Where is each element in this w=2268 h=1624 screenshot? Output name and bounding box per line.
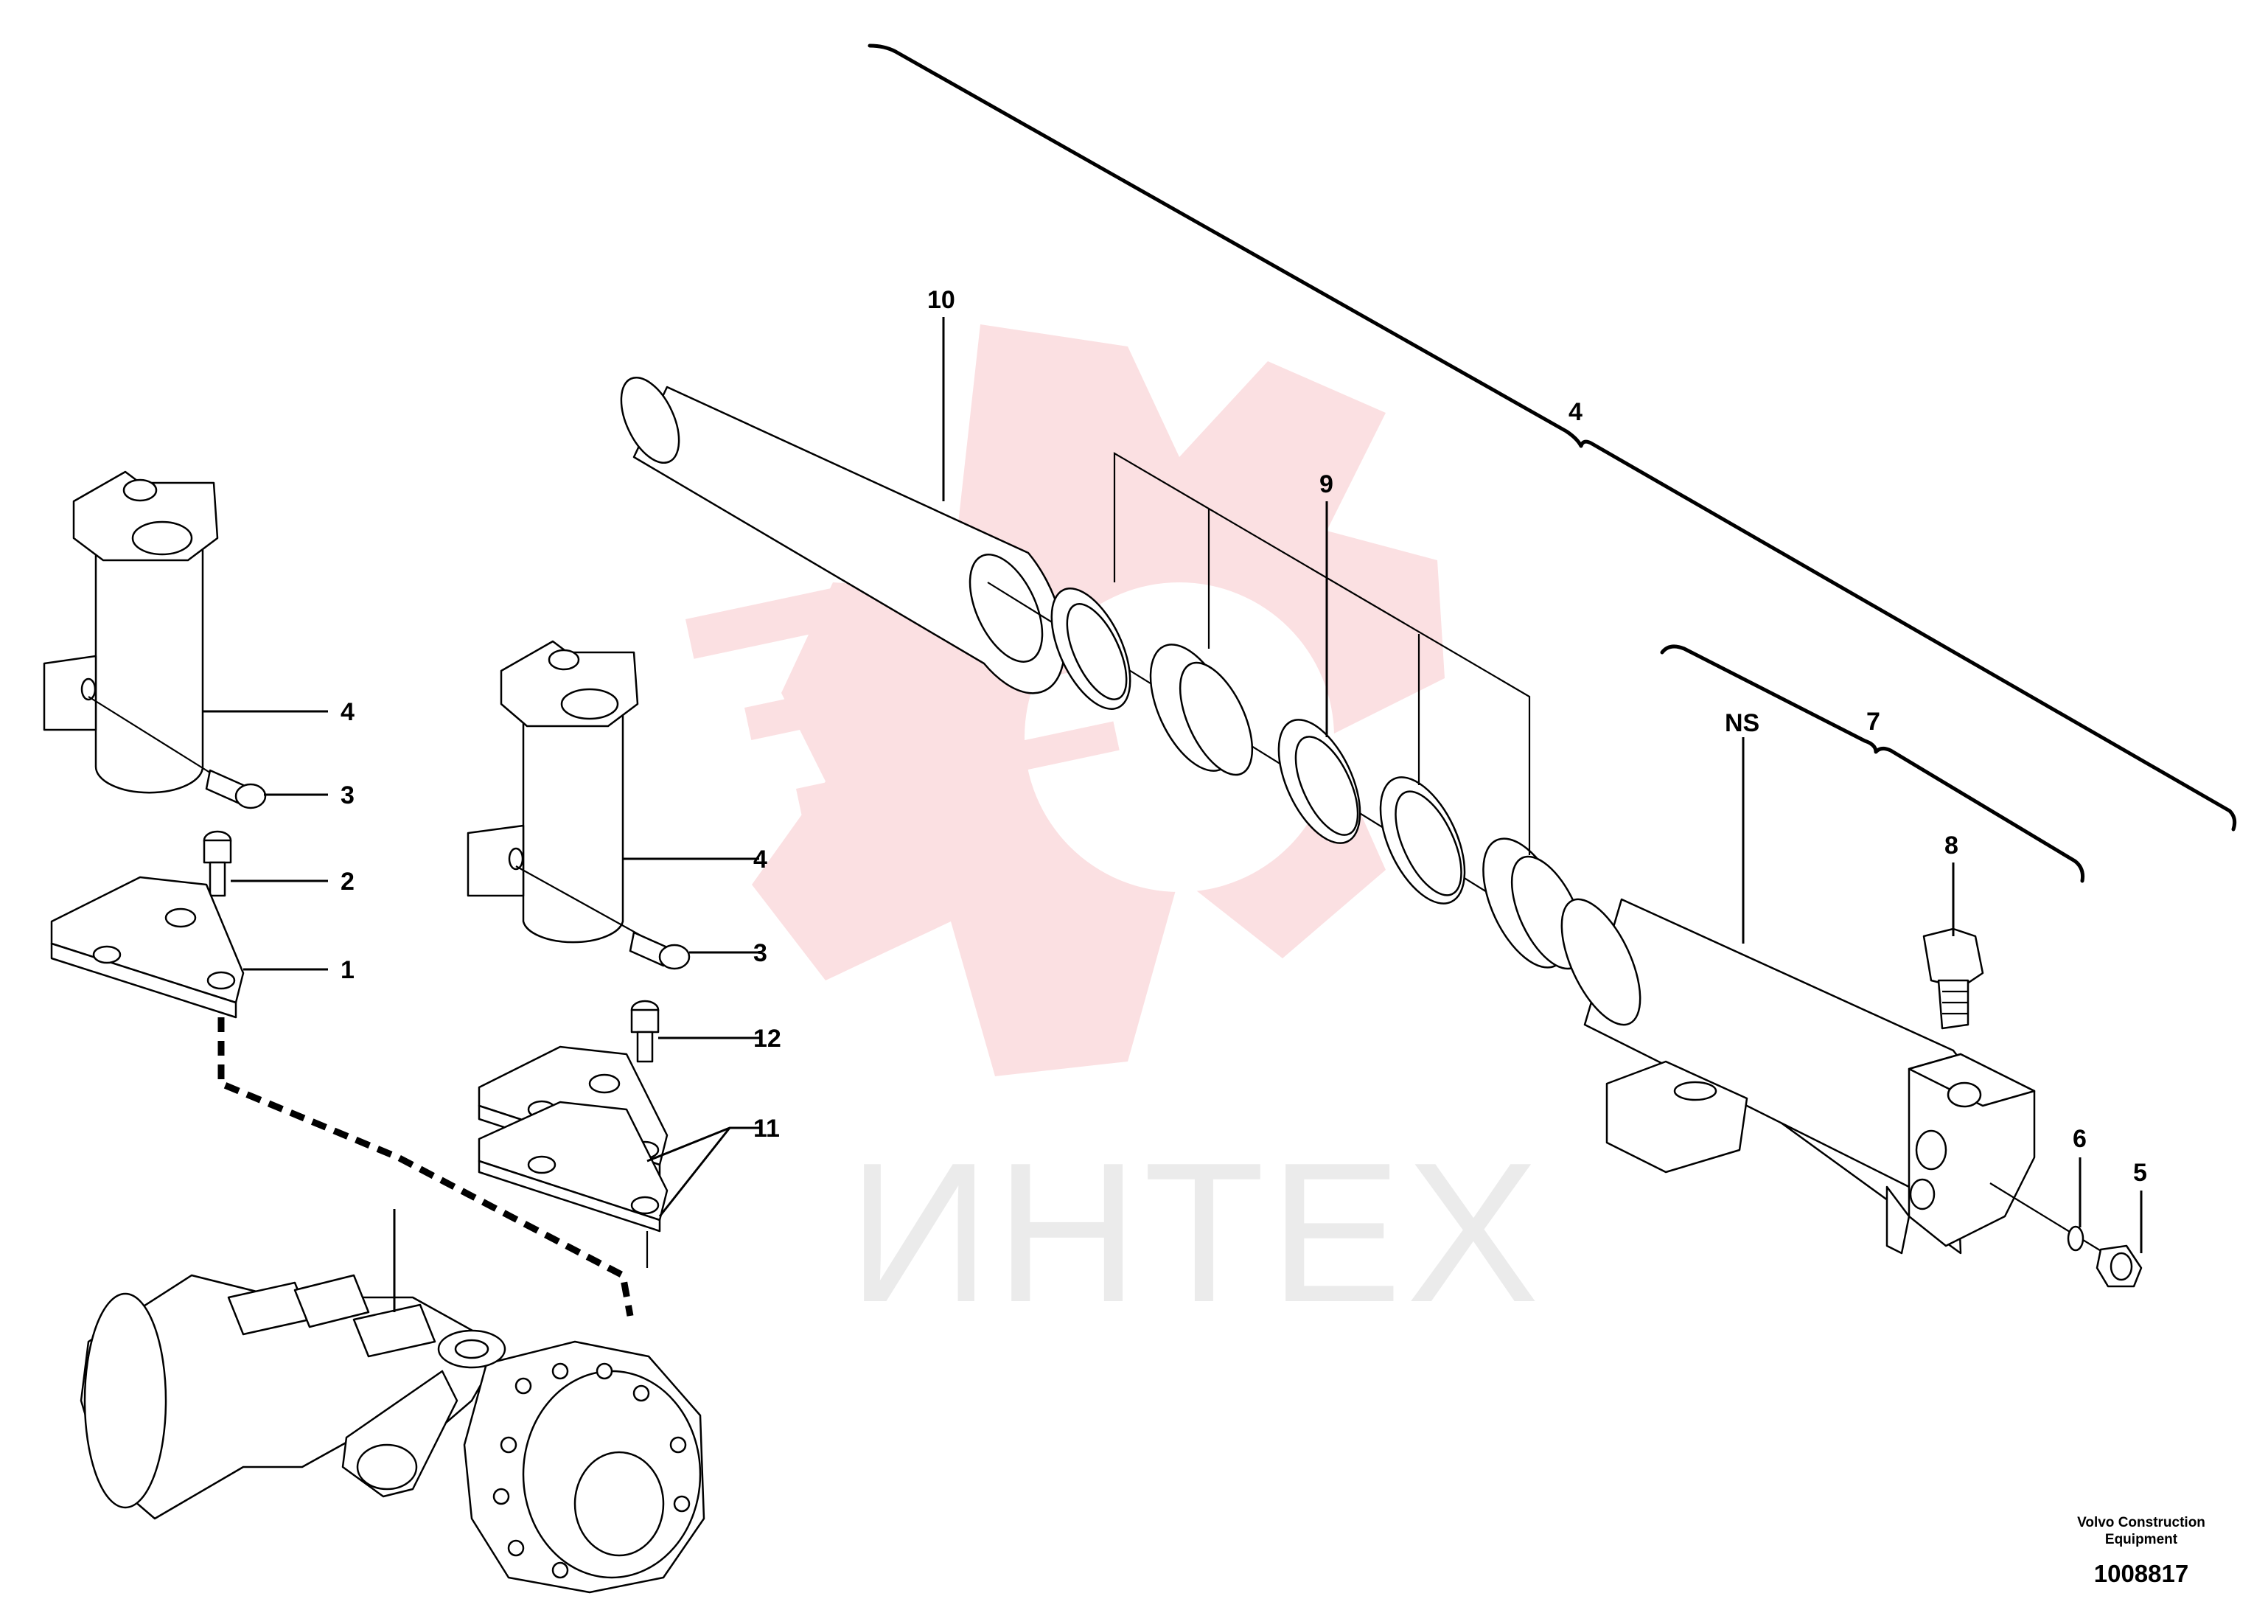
seal-ring-1	[1050, 588, 1131, 710]
callout-6: 6	[2073, 1125, 2087, 1153]
seal-group-bracket-inner	[1207, 509, 1420, 785]
bracket-plate-part-11-lower	[478, 1101, 669, 1233]
callout-7: 7	[1866, 708, 1880, 736]
brand-line-2: Equipment	[2105, 1532, 2178, 1547]
cylinder-left	[43, 470, 219, 794]
watermark-gear-logo	[685, 324, 1445, 1076]
callout-3-mid: 3	[753, 939, 767, 967]
callout-4-top: 4	[1569, 398, 1583, 426]
bracket-plate-part-1	[50, 876, 245, 1019]
cylinder-middle	[467, 640, 639, 944]
callout-11: 11	[753, 1115, 780, 1143]
check-valve-part-8	[1922, 927, 1984, 1030]
callout-2: 2	[341, 868, 355, 896]
callout-1: 1	[341, 956, 355, 984]
callout-5: 5	[2133, 1159, 2147, 1187]
callout-NS: NS	[1725, 709, 1759, 737]
axle-hub	[437, 1329, 705, 1594]
seal-ring-9	[1277, 719, 1361, 844]
callout-4-left: 4	[341, 698, 355, 726]
leader-11	[646, 1126, 759, 1217]
bolt-part-3-mid	[629, 931, 691, 970]
axle-housing	[80, 1274, 503, 1520]
seal-ring-2	[1149, 644, 1254, 776]
washer-part-6	[2067, 1225, 2084, 1252]
watermark-text: ИНТЕХ	[848, 1122, 1543, 1344]
callout-9: 9	[1319, 470, 1333, 498]
callout-3-left: 3	[341, 781, 355, 809]
document-number: 1008817	[2094, 1560, 2188, 1587]
cylinder-head-block	[1885, 1053, 2036, 1255]
plug-part-5	[2096, 1244, 2143, 1288]
callout-8: 8	[1944, 832, 1958, 860]
bolt-part-12	[630, 1000, 660, 1063]
kit-bracket-7	[1660, 644, 2084, 883]
callout-4-mid: 4	[753, 846, 767, 874]
bolt-part-3-left	[205, 769, 267, 809]
kit-bracket-4	[868, 43, 2237, 832]
brand-line-1: Volvo Construction	[2077, 1515, 2205, 1530]
cylinder-barrel	[1560, 898, 2002, 1255]
piston-rod-part-10	[620, 376, 1066, 694]
seal-ring-4	[1379, 776, 1466, 905]
mounting-path-dashed	[217, 1017, 634, 1317]
callout-12: 12	[753, 1025, 781, 1053]
seal-group-bracket	[1113, 452, 1531, 855]
callout-10: 10	[927, 286, 955, 314]
bolt-part-2	[203, 830, 232, 897]
bolt-axis-mid	[515, 865, 649, 941]
